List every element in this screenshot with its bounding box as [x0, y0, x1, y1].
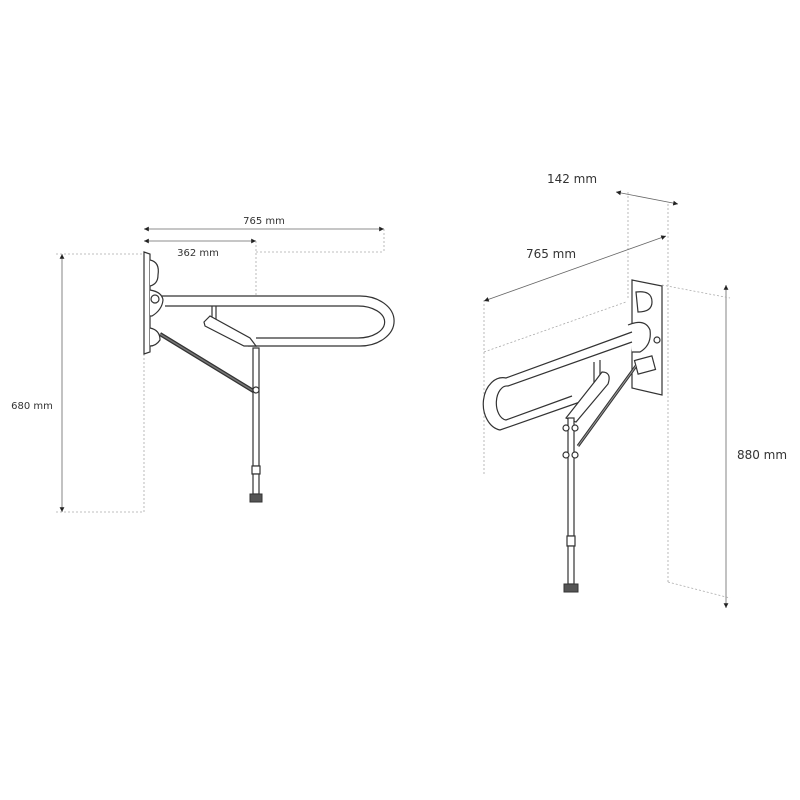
- grab-bar-perspective: [482, 331, 633, 431]
- support-leg-perspective: [562, 417, 579, 593]
- dimension-362-side: 362 mm: [143, 238, 384, 350]
- perspective-view: 142 mm 765 mm 880 mm: [482, 172, 787, 608]
- wall-plate-perspective: [627, 279, 663, 396]
- label-142: 142 mm: [547, 172, 597, 186]
- dimension-765-perspective: 765 mm: [483, 235, 667, 475]
- label-765-side: 765 mm: [243, 216, 285, 227]
- dimension-680-side: 680 mm: [11, 253, 145, 513]
- label-765-perspective: 765 mm: [526, 247, 576, 261]
- support-strut-side: [158, 332, 257, 394]
- grab-bar-side: [162, 295, 395, 347]
- support-strut-perspective: [576, 365, 638, 447]
- label-680-side: 680 mm: [11, 401, 53, 412]
- side-view: 765 mm 362 mm 680 mm: [11, 216, 395, 513]
- dimension-765-side: 765 mm: [143, 216, 385, 252]
- wall-plate-side: [143, 251, 164, 355]
- label-362-side: 362 mm: [177, 248, 219, 259]
- support-leg-side: [249, 347, 263, 503]
- label-880: 880 mm: [737, 448, 787, 462]
- dimension-880: 880 mm: [661, 284, 787, 608]
